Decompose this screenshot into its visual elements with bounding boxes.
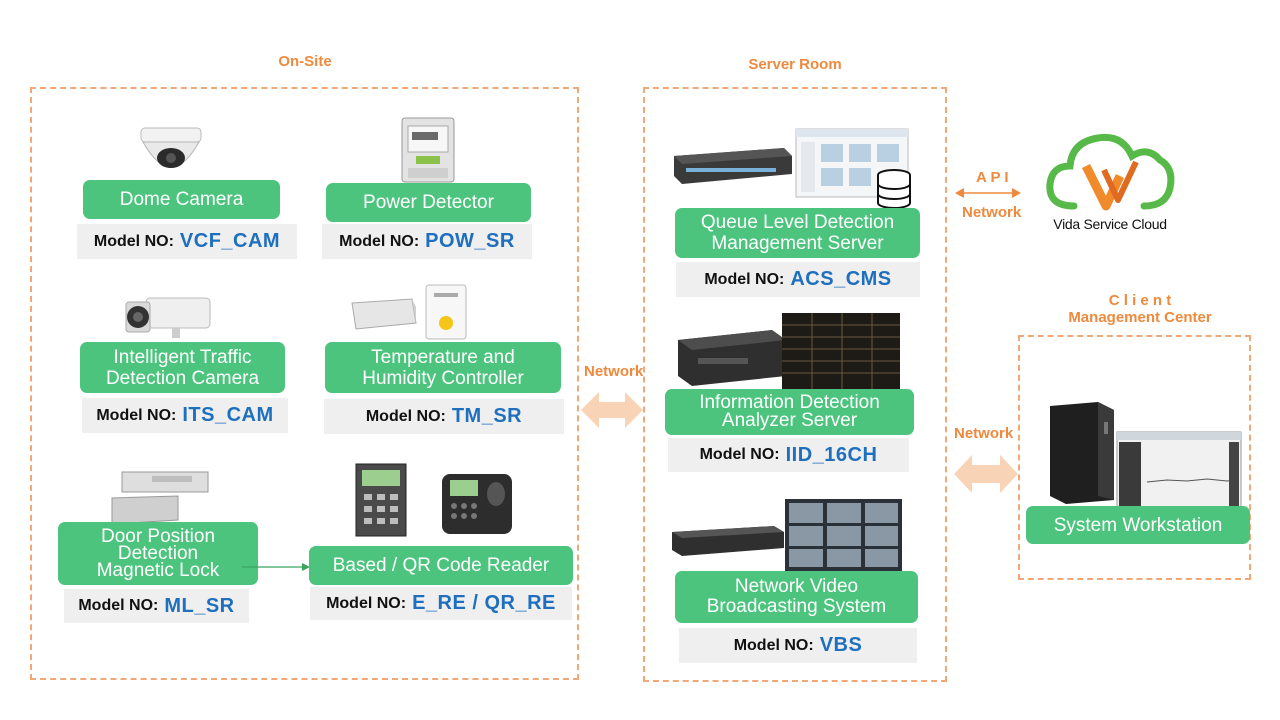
vida-cloud-logo [1046, 133, 1175, 211]
temp-humidity-label: Temperature and Humidity Controller [325, 342, 561, 393]
video-system-model: Model NO:VBS [679, 628, 917, 663]
server-room-zone-title: Server Room [748, 56, 842, 73]
video-wall-screen [785, 499, 902, 571]
traffic-camera-icon [125, 297, 211, 338]
power-meter-icon [401, 117, 455, 183]
door-lock-label: Door Position Detection Magnetic Lock [58, 522, 258, 585]
its-camera-label: Intelligent Traffic Detection Camera [80, 342, 285, 393]
door-lock-model: Model NO:ML_SR [64, 589, 249, 623]
onsite-zone-title: On-Site [278, 53, 332, 70]
dome-camera-model: Model NO:VCF_CAM [77, 224, 297, 259]
onsite-server-double-arrow [581, 392, 643, 428]
queue-server-model: Model NO:ACS_CMS [676, 262, 920, 297]
analyzer-data-screen [782, 313, 900, 389]
client-zone-title-line1: C l i e n t [1108, 292, 1172, 309]
server-client-double-arrow [954, 455, 1018, 493]
desktop-tower-icon [1050, 402, 1114, 504]
onsite-server-network-label: Network [584, 363, 644, 380]
dome-camera-icon [140, 127, 202, 168]
nvr-device-icon [672, 526, 784, 556]
server-room-zone [643, 87, 947, 682]
analyzer-server-label: Information Detection Analyzer Server [665, 389, 914, 435]
vida-cloud-brand: Vida Service Cloud [1053, 216, 1167, 232]
analyzer-server-model: Model NO:IID_16CH [668, 438, 909, 472]
api-label: A P I [976, 169, 1009, 186]
power-detector-label: Power Detector [326, 183, 531, 222]
api-double-arrow [955, 188, 1021, 198]
workstation-monitor-screen [1116, 431, 1242, 509]
temp-humidity-model: Model NO:TM_SR [324, 399, 564, 434]
fingerprint-reader-icon [442, 474, 512, 534]
queue-server-label: Queue Level Detection Management Server [675, 208, 920, 258]
analyzer-server-icon [678, 330, 786, 386]
server-client-network-label: Network [954, 425, 1014, 442]
magnetic-lock-icon [111, 471, 209, 525]
its-camera-model: Model NO:ITS_CAM [82, 398, 288, 433]
dome-camera-label: Dome Camera [83, 180, 280, 219]
video-system-label: Network Video Broadcasting System [675, 571, 918, 623]
database-icon [877, 169, 911, 209]
api-network-label: Network [962, 204, 1022, 221]
workstation-label: System Workstation [1026, 506, 1250, 544]
keypad-reader-icon [355, 463, 407, 537]
temperature-sensor-icon [351, 284, 467, 340]
lock-to-reader-connector [242, 563, 310, 571]
onsite-zone [30, 87, 579, 680]
client-zone-title-line2: Management Center [1068, 309, 1212, 326]
power-detector-model: Model NO:POW_SR [322, 224, 532, 259]
rack-server-icon [674, 148, 792, 184]
qr-reader-label: Based / QR Code Reader [309, 546, 573, 585]
qr-reader-model: Model NO:E_RE / QR_RE [310, 587, 572, 620]
client-zone [1018, 335, 1251, 580]
